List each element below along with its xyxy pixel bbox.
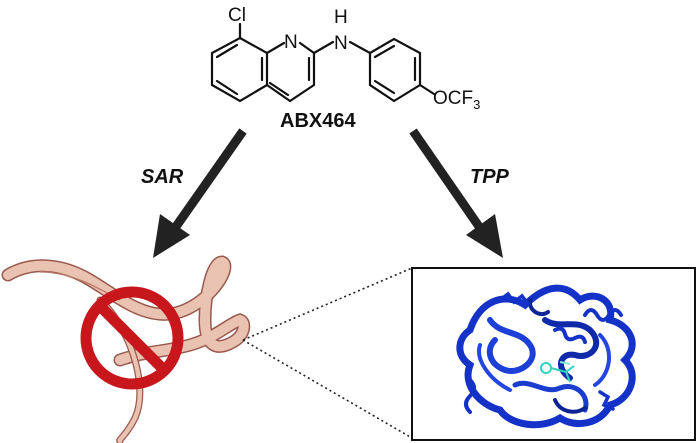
chlorine-atom: Cl: [228, 5, 246, 26]
prohibition-sign-icon: [80, 286, 184, 390]
amine-bond-right: [348, 40, 372, 55]
zoom-lines: [242, 267, 413, 439]
ether-bond: [418, 83, 436, 96]
right-arrow: [409, 128, 503, 258]
tpp-label: TPP: [470, 166, 510, 188]
protein-ribbon-structure: [456, 284, 636, 429]
quinoline-benzo-ring: [210, 36, 269, 103]
amine-hydrogen-atom: H: [334, 7, 348, 28]
ocf3-group: OCF3: [433, 88, 480, 112]
bound-ligand: [540, 361, 575, 383]
protein-structure-panel: [411, 267, 696, 441]
left-arrow: [153, 128, 247, 258]
phenyl-ring: [368, 37, 422, 103]
amine-nitrogen-atom: N: [334, 33, 348, 54]
compound-name: ABX464: [280, 110, 356, 132]
chemical-structure: Cl N H N OCF3 ABX464: [210, 5, 480, 132]
sar-label: SAR: [141, 166, 184, 188]
quinoline-pyridine-ring: [265, 41, 316, 103]
amine-bond-left: [312, 40, 335, 55]
ring-nitrogen-atom: N: [284, 32, 298, 53]
